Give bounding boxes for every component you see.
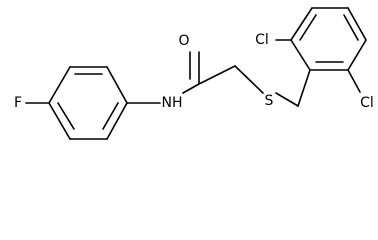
- bond: [48, 66, 71, 104]
- double-bond-inner: [343, 14, 359, 41]
- oxygen-label: O: [178, 33, 189, 49]
- bond: [198, 65, 236, 85]
- bond: [347, 69, 361, 93]
- atom-labels: O NH S F Cl Cl: [14, 32, 374, 111]
- sulfur-label: S: [265, 93, 274, 109]
- bond: [106, 102, 128, 140]
- bond: [106, 66, 128, 104]
- chlorine-top-label: Cl: [255, 32, 269, 48]
- bond: [48, 102, 71, 140]
- double-bond-inner: [57, 102, 75, 130]
- bond: [275, 92, 299, 107]
- bond: [290, 39, 311, 71]
- bond: [347, 7, 367, 41]
- bond: [182, 83, 200, 94]
- bond-lines: [25, 7, 367, 140]
- double-bond-inner: [102, 102, 119, 130]
- double-bond-inner: [299, 14, 317, 41]
- chemical-structure: O NH S F Cl Cl: [14, 7, 374, 140]
- chlorine-bottom-label: Cl: [360, 95, 374, 111]
- bond: [297, 69, 311, 107]
- fluorine-label: F: [14, 95, 22, 111]
- bond: [347, 39, 367, 71]
- bond: [290, 7, 313, 41]
- bond: [234, 65, 264, 94]
- nh-label: NH: [162, 95, 183, 111]
